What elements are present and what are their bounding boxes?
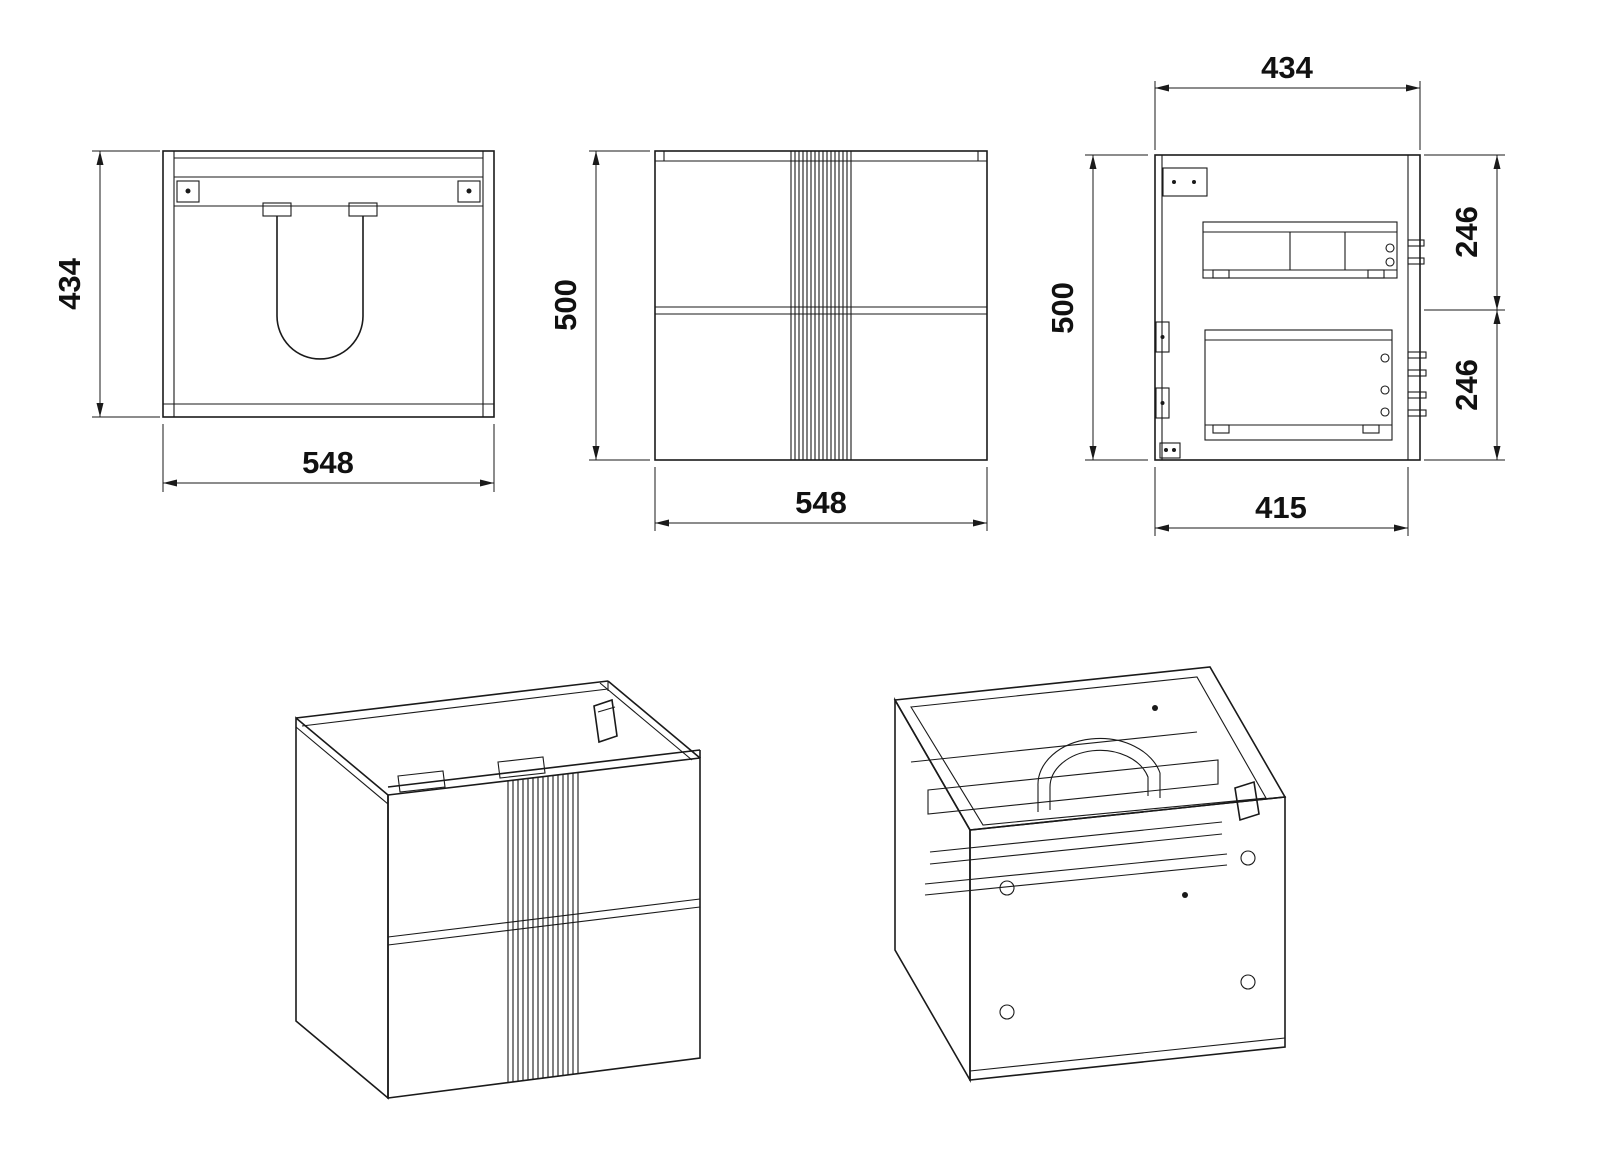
sink-bracket-tab <box>348 202 378 217</box>
top-view-dimensions: 434 548 <box>52 150 495 492</box>
screw <box>1160 335 1165 339</box>
front-view-height-dim: 500 <box>548 279 583 331</box>
front-view-dimensions: 500 548 <box>548 150 988 531</box>
back-top-edge <box>295 680 609 719</box>
sink-cutout-arch-inner <box>1049 749 1149 810</box>
side-view-bottom-depth-dim: 415 <box>1255 490 1307 525</box>
side-view-height-dim: 500 <box>1045 282 1080 334</box>
drawer-rail <box>929 833 1223 865</box>
side-bracket <box>1234 780 1260 822</box>
top-view <box>162 150 495 418</box>
screw <box>1192 180 1196 184</box>
top-rail-bracket <box>397 770 446 793</box>
top-view-width-dim: 548 <box>302 445 354 480</box>
side-view-lower-drawer-dim: 246 <box>1449 359 1484 411</box>
top-rim-outer <box>893 666 1287 831</box>
fixing-pin <box>1407 409 1427 417</box>
rail-hole <box>1182 892 1188 898</box>
screw <box>1164 448 1168 452</box>
side-view-dimensions: 434 500 246 246 415 <box>1045 50 1505 536</box>
hanging-bracket <box>593 698 618 744</box>
adjustment-screw <box>1380 407 1390 417</box>
screw <box>185 188 191 194</box>
fixing-pin <box>1407 351 1427 359</box>
bottom-bracket <box>1159 442 1181 459</box>
front-face <box>387 757 701 1099</box>
carcass-outline <box>654 150 988 461</box>
iso-view-interior <box>893 666 1287 1083</box>
right-side-top-inner-edge <box>599 682 693 761</box>
cam-plate <box>1155 321 1170 353</box>
upper-drawer-runner <box>1202 221 1398 279</box>
front-face <box>969 796 1286 1081</box>
adjustment-screw <box>1380 385 1390 395</box>
front-view <box>654 150 988 461</box>
screw <box>1160 401 1165 405</box>
fixing-pin <box>1407 391 1427 399</box>
fixing-pin <box>1407 369 1427 377</box>
screw-hole <box>1240 850 1256 866</box>
fluted-texture <box>790 151 852 460</box>
back-wall-bottom-edge <box>910 731 1198 763</box>
cam-plate <box>1155 387 1170 419</box>
back-top-inner-edge <box>301 688 609 727</box>
corner-bracket <box>176 180 200 203</box>
runner-foot <box>1362 424 1380 434</box>
lower-drawer-runner <box>1204 329 1393 441</box>
drawer-divider <box>387 906 701 946</box>
adjustment-screw <box>1380 353 1390 363</box>
sink-cutout-arch <box>1037 737 1161 812</box>
carcass-outline <box>1154 154 1421 461</box>
top-view-height-dim: 434 <box>52 257 87 309</box>
left-side-top-edge <box>295 726 389 805</box>
iso-view-front <box>295 680 701 1100</box>
runner-foot <box>1212 424 1230 434</box>
screw <box>1172 448 1176 452</box>
sink-cutout <box>276 216 364 360</box>
sink-support-rail <box>927 759 1219 815</box>
screw-hole <box>999 880 1015 896</box>
side-view-upper-drawer-dim: 246 <box>1449 206 1484 258</box>
runner-foot <box>1212 269 1230 279</box>
sink-bracket-tab <box>262 202 292 217</box>
adjustment-screw <box>1385 243 1395 253</box>
drawer-divider <box>387 898 701 938</box>
screw <box>466 188 472 194</box>
right-side-top-edge <box>607 680 701 759</box>
fixing-pin <box>1407 257 1425 265</box>
fixing-pin <box>1407 239 1425 247</box>
corner-bracket <box>457 180 481 203</box>
drawer-rail <box>924 864 1228 896</box>
side-view <box>1154 154 1427 461</box>
hanging-bracket-edge <box>597 706 616 713</box>
front-view-width-dim: 548 <box>795 485 847 520</box>
front-bottom-edge <box>969 1037 1286 1072</box>
wall-mount-bracket <box>1162 167 1208 197</box>
side-view-depth-dim: 434 <box>1261 50 1313 85</box>
screw-hole <box>1240 974 1256 990</box>
screw-hole <box>999 1004 1015 1020</box>
adjustment-screw <box>1385 257 1395 267</box>
fluted-texture <box>507 772 579 1083</box>
carcass-outline <box>162 150 495 418</box>
runner-foot <box>1367 269 1385 279</box>
left-side-panel <box>295 716 389 1100</box>
top-rim-inner <box>910 676 1267 826</box>
back-panel-hole <box>1152 705 1158 711</box>
screw <box>1172 180 1176 184</box>
drawer-rail <box>929 821 1223 853</box>
drawer-rail <box>924 853 1228 885</box>
top-rail-bracket <box>497 756 546 779</box>
